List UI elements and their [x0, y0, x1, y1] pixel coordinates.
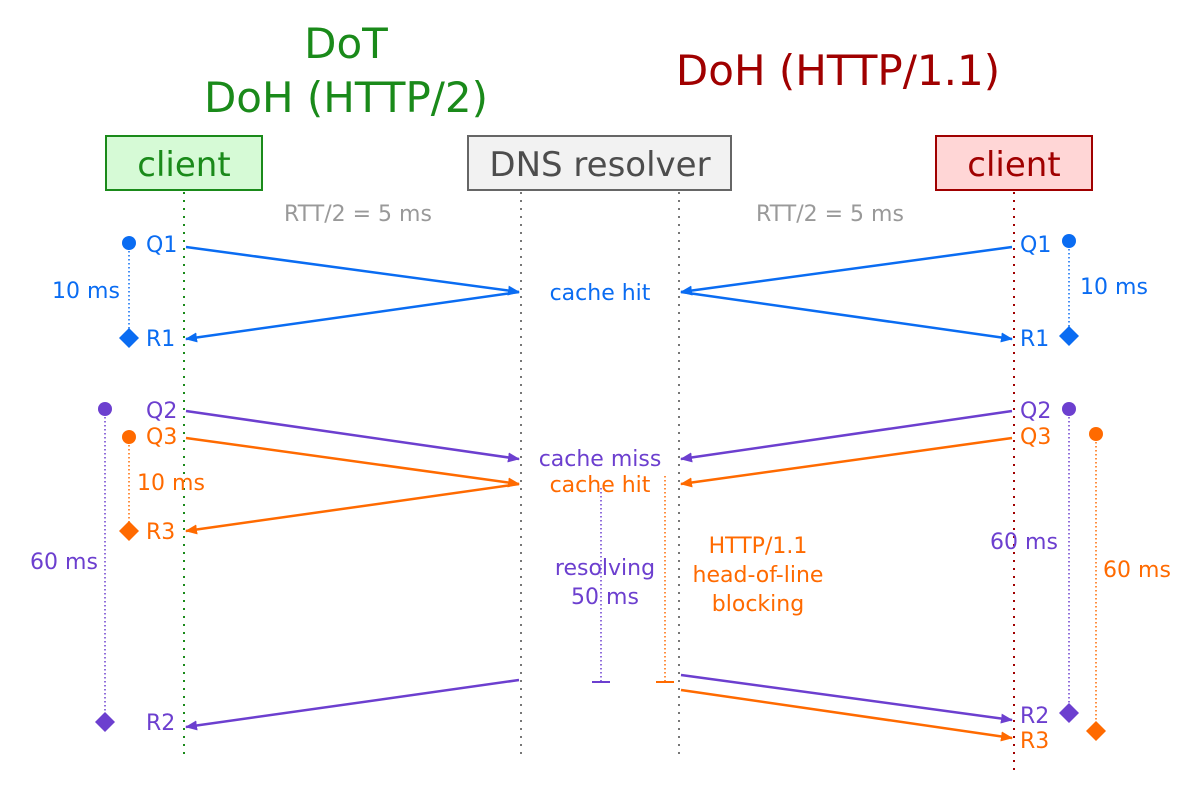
duration-blue-left: 10 ms: [52, 279, 120, 304]
participant-client-right: client: [935, 135, 1093, 191]
label-q3-left: Q3: [146, 425, 177, 450]
duration-orange-right: 60 ms: [1103, 558, 1171, 583]
arrow-r2-left: [185, 678, 520, 731]
duration-blue-right: 10 ms: [1080, 275, 1148, 300]
left-heading-dot: DoT: [304, 19, 388, 68]
label-q1-right: Q1: [1020, 233, 1051, 258]
arrow-r1-left: [185, 290, 520, 343]
label-q2-right: Q2: [1020, 399, 1051, 424]
label-q3-right: Q3: [1020, 425, 1051, 450]
hol-label-line2: head-of-line: [693, 563, 824, 588]
label-r1-left: R1: [146, 327, 175, 352]
resolving-label-line2: 50 ms: [571, 585, 639, 610]
arrow-q1-right: [680, 245, 1013, 296]
arrow-q2-left: [185, 409, 520, 463]
participant-dns-resolver: DNS resolver: [467, 135, 732, 191]
label-q2-left: Q2: [146, 399, 177, 424]
arrow-r3-right: [680, 688, 1013, 742]
arrow-r2-right: [680, 673, 1013, 724]
arrow-r1-right: [680, 290, 1013, 343]
duration-purple-right: 60 ms: [990, 530, 1058, 555]
marker-end-r2-left: [95, 712, 115, 732]
right-heading-doh-http11: DoH (HTTP/1.1): [676, 46, 1000, 95]
label-r3-right: R3: [1020, 729, 1049, 754]
client-left-label: client: [137, 145, 230, 185]
arrow-q3-left: [185, 436, 520, 488]
marker-end-r1-left: [119, 328, 139, 348]
status-cache-hit-1: cache hit: [550, 281, 651, 306]
resolving-label-line1: resolving: [555, 556, 655, 581]
arrow-q1-left: [185, 245, 520, 296]
hol-label-line1: HTTP/1.1: [709, 534, 808, 559]
marker-end-r2-right: [1059, 703, 1079, 723]
arrow-q3-right: [680, 436, 1013, 488]
participant-client-left: client: [105, 135, 263, 191]
rtt-left-label: RTT/2 = 5 ms: [284, 202, 432, 227]
marker-end-r1-right: [1059, 326, 1079, 346]
label-r3-left: R3: [146, 520, 175, 545]
status-cache-miss: cache miss: [539, 447, 662, 472]
duration-orange-left: 10 ms: [137, 471, 205, 496]
left-heading-doh-http2: DoH (HTTP/2): [204, 73, 488, 122]
hol-label-line3: blocking: [712, 592, 804, 617]
arrow-q2-right: [680, 409, 1013, 463]
label-r2-right: R2: [1020, 704, 1049, 729]
dns-resolver-label: DNS resolver: [489, 145, 710, 185]
marker-end-r3-left: [119, 521, 139, 541]
label-r2-left: R2: [146, 711, 175, 736]
rtt-right-label: RTT/2 = 5 ms: [756, 202, 904, 227]
arrow-r3-left: [185, 482, 520, 535]
marker-end-r3-right: [1086, 721, 1106, 741]
label-r1-right: R1: [1020, 327, 1049, 352]
status-cache-hit-2: cache hit: [550, 473, 651, 498]
client-right-label: client: [967, 145, 1060, 185]
duration-purple-left: 60 ms: [30, 550, 98, 575]
label-q1-left: Q1: [146, 233, 177, 258]
